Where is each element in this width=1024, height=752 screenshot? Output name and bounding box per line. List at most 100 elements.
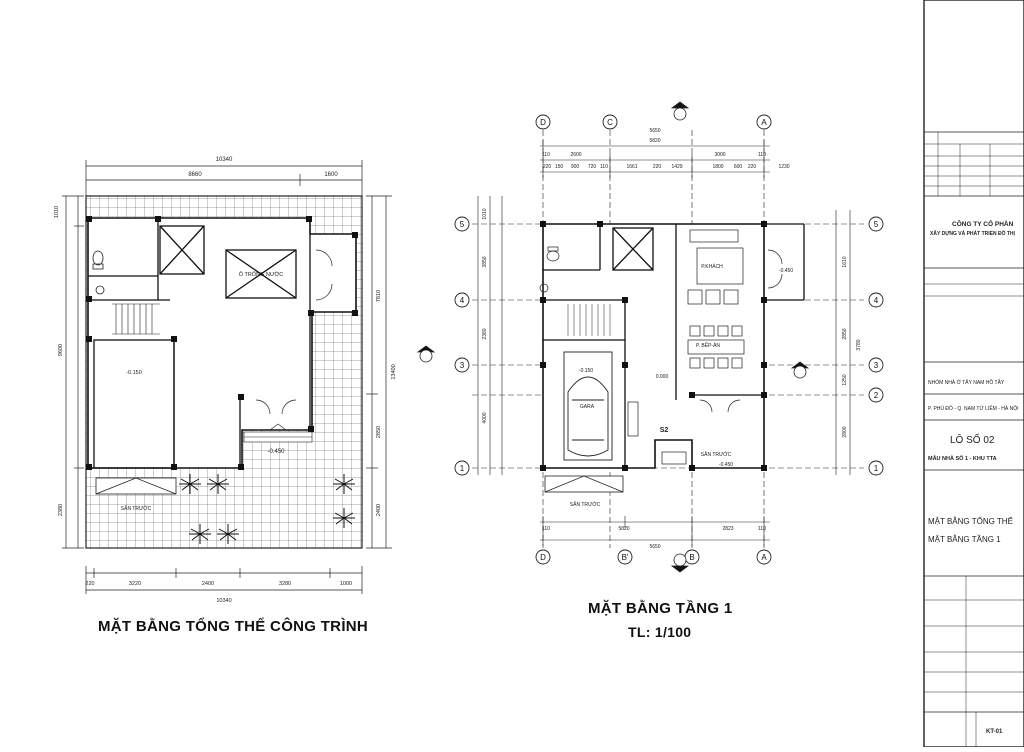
- left-side-dimensions: [62, 195, 84, 549]
- label-front-yard: SÂN TRƯỚC: [570, 501, 601, 508]
- right-dim-top-0: 110: [542, 152, 550, 158]
- axis-labels: D C A D B' B A 5 4 3 1 5 4 3 2 1: [460, 118, 879, 562]
- section-markers: [416, 101, 810, 573]
- axis-right-4: 4: [874, 296, 879, 305]
- left-wc-fixture: [92, 250, 105, 295]
- right-dimension-text: 5820 5650 110 2600 3000 110 220 150 900 …: [542, 128, 790, 550]
- right-side-dimension-lines: [477, 196, 851, 475]
- tb-location: P. PHÚ ĐÔ - Q. NAM TỪ LIÊM - HÀ NỘI: [928, 404, 1019, 412]
- tb-sheet-title-1: MẶT BẰNG TỔNG THỂ: [928, 517, 1013, 526]
- tb-sheet-title-2: MẶT BẰNG TẦNG 1: [928, 534, 1001, 544]
- label-level-garage: -0.150: [579, 368, 593, 374]
- tb-model: MẪU NHÀ SỐ 1 - KHU TTA: [928, 455, 997, 462]
- axis-left-1: 1: [460, 464, 465, 473]
- right-dim-fine-9: 600: [734, 164, 743, 170]
- axis-top-a: A: [761, 118, 767, 127]
- site-plan-caption: MẶT BẰNG TỔNG THỂ CÔNG TRÌNH: [98, 618, 369, 635]
- axis-left-4: 4: [460, 296, 465, 305]
- left-dim-bottom-3: 3280: [279, 581, 291, 587]
- left-steps: [243, 423, 313, 443]
- left-label-void: Ô TRỐNG NƯỚC: [239, 271, 283, 278]
- left-dim-bottom-1: 3220: [129, 581, 141, 587]
- right-dim-top-3: 110: [758, 152, 766, 158]
- left-gate: [95, 477, 177, 495]
- axis-top-d: D: [540, 118, 546, 127]
- right-bottom-dimensions: [540, 516, 770, 546]
- right-top-dimensions: [540, 140, 770, 178]
- left-plants: [179, 474, 355, 544]
- axis-right-3: 3: [874, 361, 879, 370]
- axis-bottom-b: B: [689, 553, 694, 562]
- right-dim-bottom-total: 5650: [649, 544, 660, 550]
- right-dim-top-1: 2600: [570, 152, 581, 158]
- axis-bubbles: [454, 114, 884, 565]
- axis-right-5: 5: [874, 220, 879, 229]
- tb-sheet-number: KT-01: [986, 729, 1003, 735]
- right-dim-fine-4: 110: [600, 164, 608, 170]
- right-dim-bottom-1: 5820: [618, 526, 629, 532]
- right-side-dimensions-left-plan: [366, 195, 392, 549]
- label-dining-kitchen: P. BẾP-ĂN: [696, 342, 720, 349]
- right-side-left-1: 3850: [482, 256, 488, 267]
- label-back-yard: SÂN TRƯỚC: [701, 451, 732, 458]
- left-bottom-dimensions: [85, 566, 363, 594]
- right-dim-fine-3: 720: [588, 164, 597, 170]
- tb-lot: LÔ SỐ 02: [950, 432, 995, 446]
- label-garage: GARA: [580, 404, 595, 410]
- floor-plan: [416, 101, 884, 573]
- right-dim-fine-5: 1661: [626, 164, 637, 170]
- right-dim-c-left-plan: 2400: [376, 504, 382, 516]
- left-dim-bottom-4: 1000: [340, 581, 352, 587]
- left-dim-bottom-0: 220: [85, 581, 94, 587]
- right-dim-fine-10: 220: [748, 164, 757, 170]
- right-side-left-2: 2380: [482, 328, 488, 339]
- left-label-level-entry: -0.450: [267, 449, 285, 455]
- right-front-steps: [544, 475, 624, 493]
- label-level-zero: 0.000: [656, 374, 669, 380]
- right-doors: [699, 249, 783, 413]
- right-side-left-0: 1010: [482, 208, 488, 219]
- tb-project: NHÓM NHÀ Ở TÂY NAM HỒ TÂY: [928, 379, 1005, 386]
- label-level-side: -0.450: [779, 268, 793, 274]
- floor-plan-caption: MẶT BẰNG TẦNG 1: [588, 600, 733, 617]
- right-dim-fine-7: 1429: [671, 164, 682, 170]
- right-dim-top-2: 3000: [714, 152, 725, 158]
- axis-bottom-a: A: [761, 553, 767, 562]
- left-dim-bottom-2: 2400: [202, 581, 214, 587]
- right-side-left-3: 4000: [482, 412, 488, 423]
- tb-company-2: XÂY DỰNG VÀ PHÁT TRIỂN ĐÔ THỊ: [930, 229, 1016, 237]
- axis-top-c: C: [607, 118, 613, 127]
- left-label-courtyard: SÂN TRƯỚC: [121, 505, 152, 512]
- right-side-right-0: 1610: [842, 256, 848, 267]
- right-stair: [567, 304, 611, 336]
- right-front-gate: [544, 475, 624, 493]
- right-dim-fine-11: 1230: [778, 164, 789, 170]
- label-level-entry: -0.450: [719, 462, 733, 468]
- right-side-right-2: 2850: [842, 328, 848, 339]
- left-dim-top-a: 8660: [188, 172, 202, 178]
- left-dim-side-b: 2380: [58, 504, 64, 516]
- left-columns: [86, 216, 358, 470]
- tb-company-1: CÔNG TY CỔ PHẦN: [952, 218, 1014, 228]
- label-stair-s2: S2: [660, 427, 669, 434]
- axis-left-3: 3: [460, 361, 465, 370]
- left-doors: [255, 249, 333, 415]
- title-block-text: CÔNG TY CỔ PHẦN XÂY DỰNG VÀ PHÁT TRIỂN Đ…: [928, 218, 1019, 735]
- right-dim-bottom-0: 110: [542, 526, 550, 532]
- left-dim-top-b: 1600: [324, 172, 338, 178]
- right-dim-fine-0: 220: [543, 164, 552, 170]
- left-top-dimensions: [85, 160, 363, 196]
- right-dim-fine-6: 220: [653, 164, 662, 170]
- axis-right-1: 1: [874, 464, 879, 473]
- right-dim-b-left-plan: 2850: [376, 426, 382, 438]
- axis-bottom-d: D: [540, 553, 546, 562]
- right-furniture: [539, 229, 745, 465]
- right-interior-walls: [543, 223, 805, 468]
- right-dim-a-left-plan: 7810: [376, 290, 382, 302]
- right-dim-fine-2: 900: [571, 164, 580, 170]
- floor-plan-scale: TL: 1/100: [628, 624, 692, 640]
- label-living-room: P.KHÁCH: [701, 263, 723, 270]
- left-dim-top-total: 10340: [216, 157, 233, 163]
